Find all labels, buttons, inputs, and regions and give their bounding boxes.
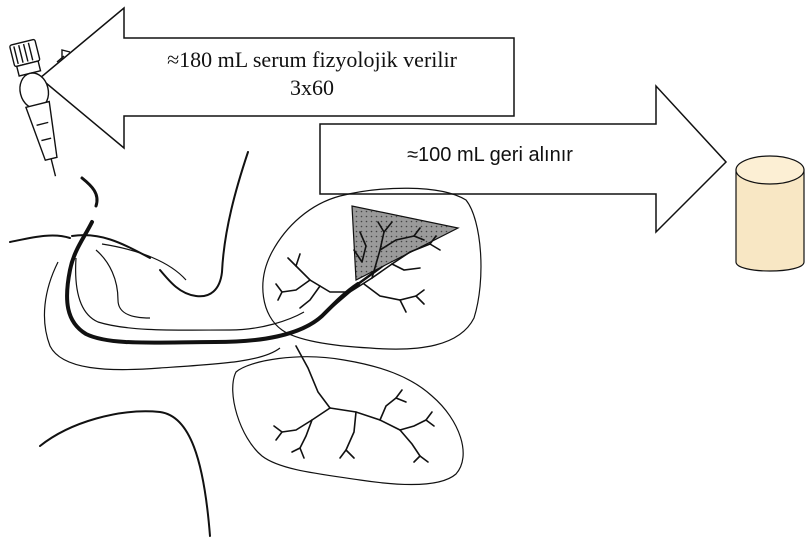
lower-lung-outline (233, 357, 463, 485)
inflow-arrow-label: ≈180 mL serum fizyolojik verilir (112, 46, 512, 73)
lavage-segment (352, 206, 458, 280)
collection-container-icon (736, 156, 804, 271)
inflow-volume-label: 3x60 (112, 74, 512, 101)
bronchial-tree-lower (274, 346, 434, 462)
outflow-arrow-label: ≈100 mL geri alınır (330, 142, 650, 168)
